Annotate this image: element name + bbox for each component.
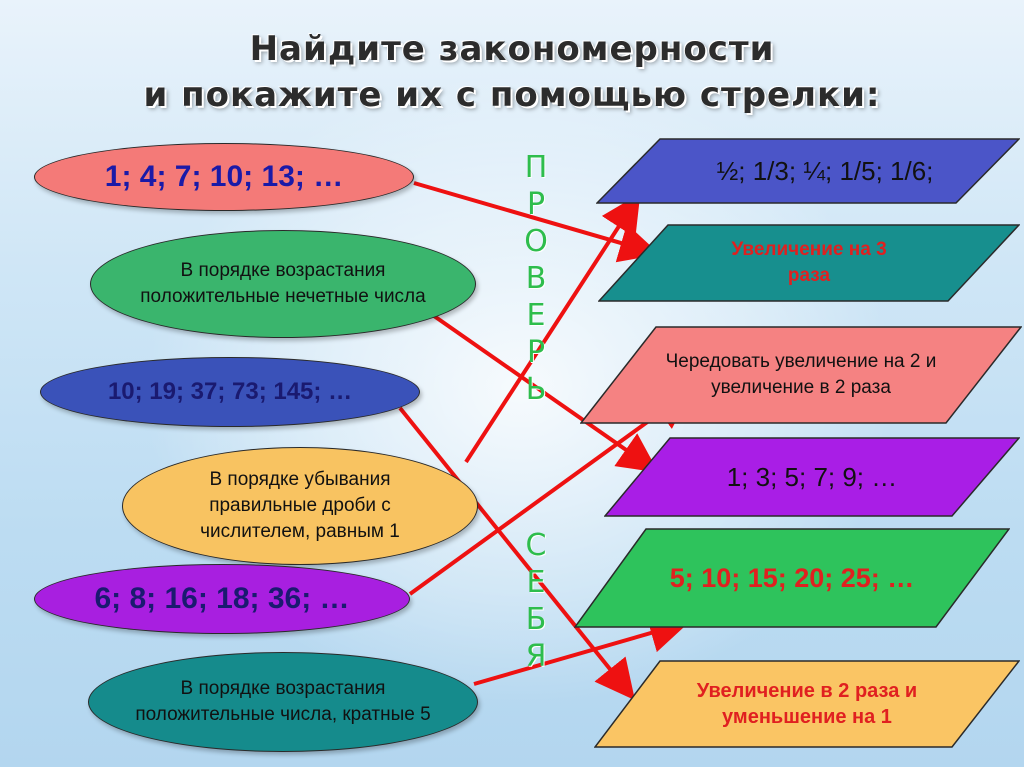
right-item-text: Увеличение на 3 раза	[731, 239, 887, 286]
right-item-text: 5; 10; 15; 20; 25; …	[669, 562, 915, 593]
left-oval-text: В порядке возрастания положительные нече…	[140, 260, 426, 307]
vertical-letter: Е	[526, 298, 546, 333]
left-oval-multiples-5[interactable]: В порядке возрастания положительные числ…	[88, 652, 478, 752]
right-parallelogram-double-minus-1[interactable]: Увеличение в 2 раза и уменьшение на 1	[594, 660, 1020, 748]
vertical-letter: Ь	[525, 372, 547, 407]
arrow-line	[408, 389, 693, 596]
vertical-letter: О	[524, 224, 548, 259]
left-oval-odd-numbers[interactable]: В порядке возрастания положительные нече…	[90, 230, 476, 338]
page-title: Найдите закономерности и покажите их с п…	[0, 26, 1024, 118]
left-oval-fractions[interactable]: В порядке убывания правильные дроби с чи…	[122, 447, 478, 565]
arrow-line	[473, 613, 690, 686]
arrow-line	[398, 406, 636, 701]
left-oval-sequence-6[interactable]: 6; 8; 16; 18; 36; …	[34, 564, 410, 634]
vertical-letter: С	[525, 528, 547, 563]
vertical-letter: В	[525, 261, 547, 296]
left-oval-text: 1; 4; 7; 10; 13; …	[104, 160, 344, 193]
right-item-text: ½; 1/3; ¼; 1/5; 1/6;	[716, 155, 934, 186]
vertical-letter: Р	[526, 187, 546, 222]
right-parallelogram-increase-3[interactable]: Увеличение на 3 раза	[598, 224, 1020, 302]
arrow-line	[412, 300, 659, 473]
arrow-line	[413, 181, 660, 263]
arrow-line	[464, 193, 641, 464]
right-parallelogram-alternate[interactable]: Чередовать увеличение на 2 и увеличение …	[580, 326, 1022, 424]
right-item-text: Чередовать увеличение на 2 и увеличение …	[665, 351, 937, 398]
right-parallelogram-multiples-5[interactable]: 5; 10; 15; 20; 25; …	[574, 528, 1010, 628]
title-line-1: Найдите закономерности	[249, 29, 775, 69]
title-line-2: и покажите их с помощью стрелки:	[143, 75, 881, 115]
vertical-letter: Б	[525, 602, 547, 637]
right-item-text: Увеличение в 2 раза и уменьшение на 1	[696, 680, 918, 728]
left-oval-sequence-10[interactable]: 10; 19; 37; 73; 145; …	[40, 357, 420, 427]
left-oval-text: В порядке убывания правильные дроби с чи…	[200, 469, 400, 542]
vertical-letter: Я	[525, 639, 547, 674]
right-parallelogram-fractions[interactable]: ½; 1/3; ¼; 1/5; 1/6;	[596, 138, 1020, 204]
vertical-letter: П	[524, 150, 548, 185]
left-oval-text: 6; 8; 16; 18; 36; …	[94, 582, 350, 615]
vertical-letter: Е	[526, 565, 546, 600]
left-oval-arithmetic[interactable]: 1; 4; 7; 10; 13; …	[34, 143, 414, 211]
right-parallelogram-odd-sequence[interactable]: 1; 3; 5; 7; 9; …	[604, 437, 1020, 517]
left-oval-text: 10; 19; 37; 73; 145; …	[107, 378, 353, 405]
left-oval-text: В порядке возрастания положительные числ…	[135, 678, 431, 725]
vertical-letter: Р	[526, 335, 546, 370]
right-item-text: 1; 3; 5; 7; 9; …	[726, 461, 898, 492]
